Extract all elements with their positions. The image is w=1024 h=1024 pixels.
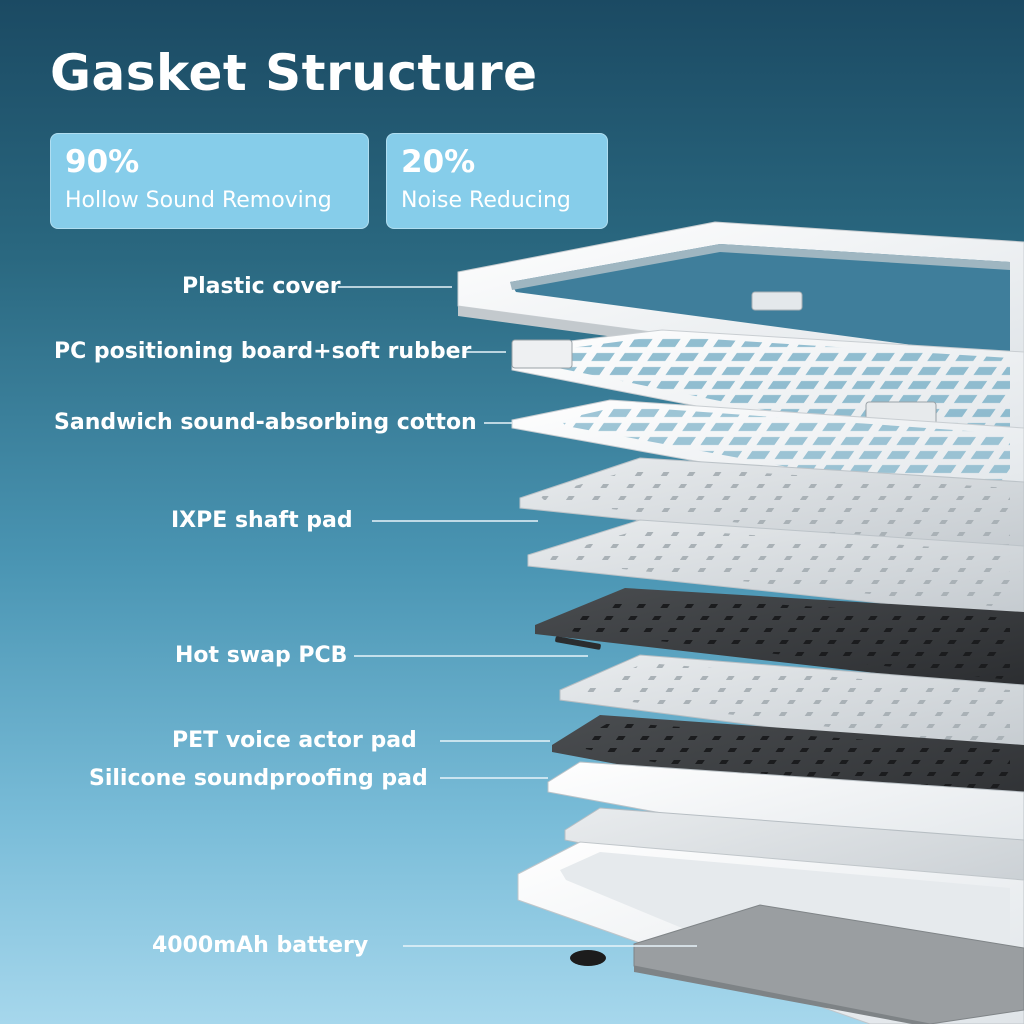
stat-value: 90% [65,144,140,180]
page-title: Gasket Structure [50,44,538,102]
label-silicone-pad: Silicone soundproofing pad [89,766,428,791]
label-ixpe-shaft-pad: IXPE shaft pad [171,508,353,533]
layer-ixpe-shaft-pad [519,457,1024,619]
stat-card-hollow-sound: 90% Hollow Sound Removing [50,133,369,229]
label-battery: 4000mAh battery [152,933,369,958]
label-hot-swap-pcb: Hot swap PCB [175,643,348,668]
stat-label: Hollow Sound Removing [65,188,332,213]
label-pet-pad: PET voice actor pad [172,728,417,753]
stat-label: Noise Reducing [401,188,571,213]
stat-card-noise-reducing: 20% Noise Reducing [386,133,608,229]
layer-plate [559,654,1024,761]
layer-hot-swap-pcb [535,588,1024,690]
leader-lines [338,286,697,947]
battery-icon [570,904,1024,1024]
label-plastic-cover: Plastic cover [182,274,341,299]
stat-value: 20% [401,144,476,180]
label-pc-positioning-board: PC positioning board+soft rubber [54,339,472,364]
label-sandwich-cotton: Sandwich sound-absorbing cotton [54,410,477,435]
